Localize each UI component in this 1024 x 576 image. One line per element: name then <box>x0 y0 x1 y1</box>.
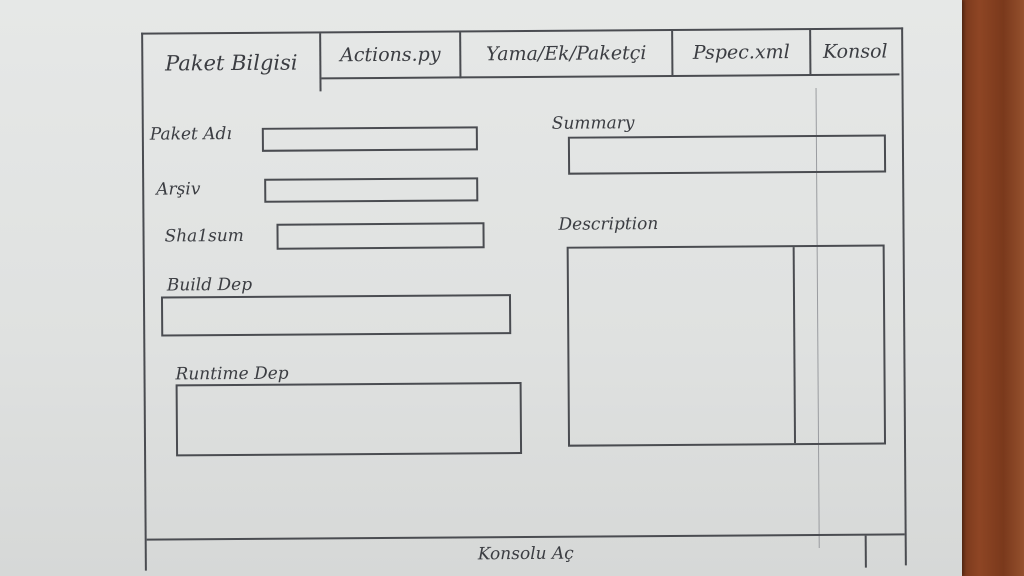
open-console-button[interactable]: Konsolu Aç <box>477 543 574 565</box>
paper-sheet: Paket Bilgisi Actions.py Yama/Ek/Paketçi… <box>0 0 962 576</box>
tab-konsol[interactable]: Konsol <box>811 29 900 76</box>
console-resize-handle[interactable] <box>864 535 905 568</box>
build-dep-label: Build Dep <box>166 274 253 296</box>
app-window: Paket Bilgisi Actions.py Yama/Ek/Paketçi… <box>141 27 907 573</box>
paket-adi-label: Paket Adı <box>149 124 232 145</box>
runtime-dep-label: Runtime Dep <box>175 363 289 385</box>
description-label: Description <box>558 214 659 235</box>
console-bar: Konsolu Aç <box>146 533 905 573</box>
sha1sum-input[interactable] <box>276 222 485 250</box>
tab-yama-ek-paketci[interactable]: Yama/Ek/Paketçi <box>461 30 674 79</box>
arsiv-label: Arşiv <box>156 179 201 200</box>
summary-label: Summary <box>551 113 635 134</box>
description-textarea[interactable] <box>566 244 887 447</box>
tab-pspec-xml[interactable]: Pspec.xml <box>673 29 812 77</box>
arsiv-input[interactable] <box>264 177 479 203</box>
tab-paket-bilgisi[interactable]: Paket Bilgisi <box>143 33 322 93</box>
sha1sum-label: Sha1sum <box>164 225 244 247</box>
tab-actions-py[interactable]: Actions.py <box>321 32 462 80</box>
runtime-dep-input[interactable] <box>175 382 523 457</box>
desk-background <box>955 0 1024 576</box>
paket-adi-input[interactable] <box>261 126 478 152</box>
description-scrollbar[interactable] <box>792 246 885 444</box>
tab-bar: Paket Bilgisi Actions.py Yama/Ek/Paketçi… <box>143 29 901 93</box>
build-dep-input[interactable] <box>160 294 512 337</box>
summary-input[interactable] <box>567 134 887 175</box>
